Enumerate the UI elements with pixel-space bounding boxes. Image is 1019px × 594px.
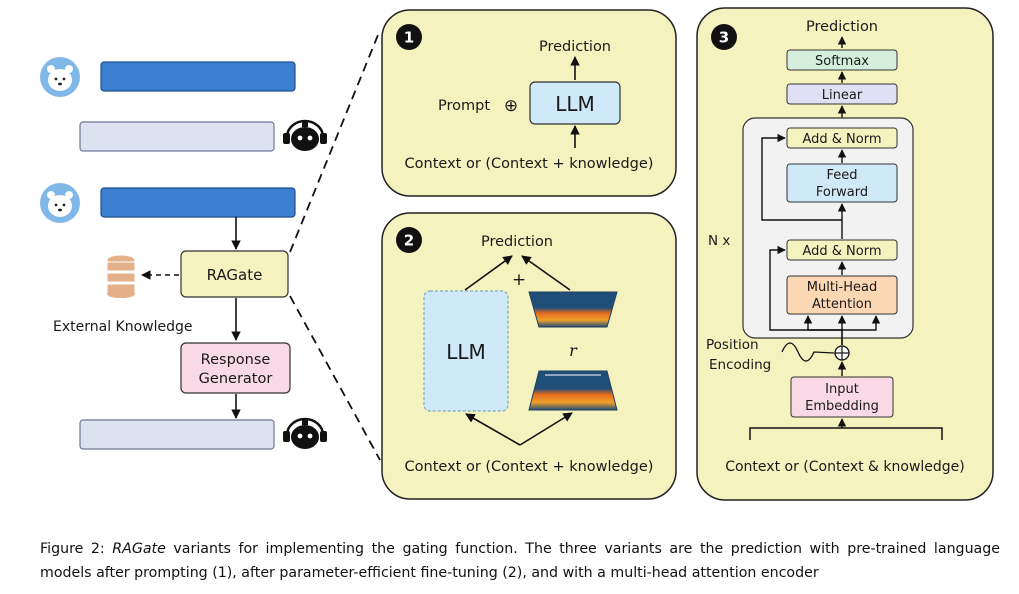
feed-forward-line1: Feed xyxy=(826,168,857,183)
panel-3-mha-encoder: 3 Prediction Softmax Linear Add & Norm F… xyxy=(696,7,994,501)
database-icon xyxy=(106,254,136,298)
softmax-box xyxy=(786,49,898,71)
feed-forward-line2: Forward xyxy=(816,185,868,200)
add-norm-top-label: Add & Norm xyxy=(802,132,881,147)
llm-box xyxy=(529,81,621,125)
input-embedding-box xyxy=(790,376,894,418)
figure-caption: Figure 2: RAGate variants for implementi… xyxy=(40,537,1000,585)
robot-icon xyxy=(283,417,327,449)
position-encoding-line1: Position xyxy=(706,337,759,353)
arrow xyxy=(465,413,521,446)
prediction-label: Prediction xyxy=(806,19,878,35)
user-message-bar xyxy=(100,61,296,92)
prompt-label: Prompt xyxy=(438,98,490,114)
response-generator-line2: Generator xyxy=(199,371,273,387)
input-bracket xyxy=(749,427,943,440)
user-message-bar xyxy=(100,187,296,218)
prediction-label: Prediction xyxy=(539,39,611,55)
ragate-box xyxy=(180,250,289,298)
llm-frozen-box xyxy=(423,290,509,412)
multi-head-attention-box xyxy=(786,275,898,315)
add-norm-bottom-box xyxy=(786,239,898,261)
robot-icon xyxy=(283,119,327,151)
response-generator-box xyxy=(180,342,291,394)
residual-arrow xyxy=(761,133,842,221)
adapter-down-icon xyxy=(528,370,618,411)
panel-number-badge xyxy=(396,227,422,253)
mha-line1: Multi-Head xyxy=(807,280,877,295)
rank-label: r xyxy=(569,341,578,360)
input-embedding-line2: Embedding xyxy=(805,399,879,414)
ragate-label: RAGate xyxy=(207,266,263,284)
arrow xyxy=(464,255,513,291)
bot-message-bar xyxy=(79,121,275,152)
panel-number: 3 xyxy=(719,29,729,47)
panel-1-prompting: 1 Prediction LLM Prompt ⊕ Context or (Co… xyxy=(381,9,677,197)
llm-label: LLM xyxy=(446,340,486,364)
linear-label: Linear xyxy=(822,88,863,103)
dashed-connector xyxy=(289,295,381,461)
add-norm-bottom-label: Add & Norm xyxy=(802,244,881,259)
panel-number: 1 xyxy=(404,29,414,47)
residual-arrow xyxy=(769,245,842,331)
context-label: Context or (Context & knowledge) xyxy=(725,459,965,475)
position-encoding-line2: Encoding xyxy=(709,357,771,373)
context-label: Context or (Context + knowledge) xyxy=(405,459,654,475)
user-avatar-icon xyxy=(40,57,80,97)
nx-label: N x xyxy=(708,233,730,249)
add-norm-top-box xyxy=(786,127,898,149)
panel-number-badge xyxy=(396,24,422,50)
panel-number-badge xyxy=(711,24,737,50)
arrow xyxy=(519,412,573,446)
external-knowledge-label: External Knowledge xyxy=(53,319,193,335)
arrow xyxy=(521,255,571,291)
bot-message-bar xyxy=(79,419,275,450)
arrow xyxy=(842,315,881,331)
caption-prefix: Figure 2: xyxy=(40,541,113,557)
concat-symbol: ⊕ xyxy=(504,96,518,116)
caption-emphasis: RAGate xyxy=(112,541,166,557)
llm-label: LLM xyxy=(555,92,595,116)
linear-box xyxy=(786,83,898,105)
panel-number: 2 xyxy=(404,232,414,250)
sine-wave-icon xyxy=(781,342,835,362)
sum-sign: + xyxy=(512,270,526,290)
panel-2-peft: 2 Prediction + LLM r Context or (Context… xyxy=(381,212,677,500)
ragate-diagram: RAGate External Knowledge Response Gener… xyxy=(40,7,994,501)
adapter-up-icon xyxy=(528,291,618,328)
response-generator-line1: Response xyxy=(201,352,271,368)
caption-text: variants for implementing the gating fun… xyxy=(40,541,1000,581)
feed-forward-box xyxy=(786,163,898,203)
user-avatar-icon xyxy=(40,183,80,223)
input-embedding-line1: Input xyxy=(825,382,859,397)
mha-line2: Attention xyxy=(812,297,872,312)
prediction-label: Prediction xyxy=(481,234,553,250)
dashed-connector xyxy=(289,29,381,253)
context-label: Context or (Context + knowledge) xyxy=(405,156,654,172)
softmax-label: Softmax xyxy=(815,54,869,69)
conversation-flow: RAGate External Knowledge Response Gener… xyxy=(40,29,381,461)
